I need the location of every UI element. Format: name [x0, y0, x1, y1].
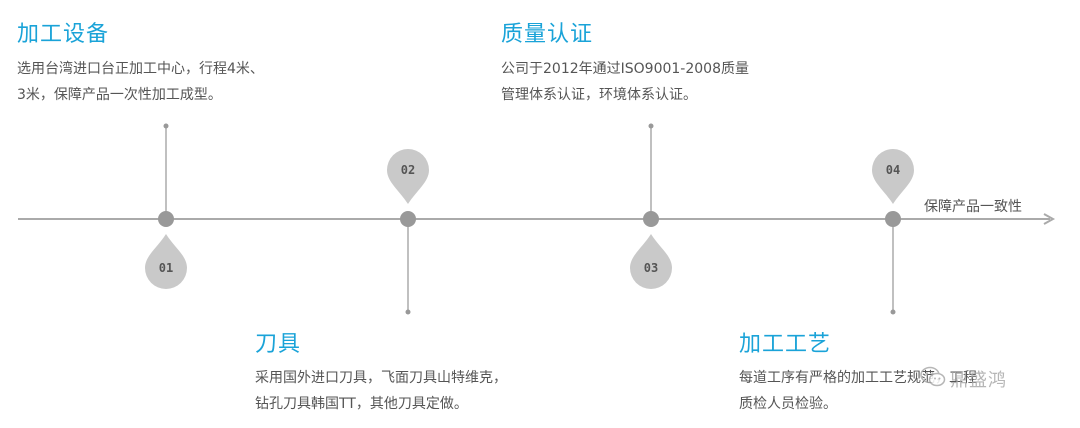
timeline-axis [18, 213, 1056, 225]
milestone-number: 03 [644, 261, 658, 275]
watermark-text: 鼎盛鸿 [950, 370, 1007, 391]
milestone-number: 02 [401, 163, 415, 177]
block-text-line: 3米，保障产品一次性加工成型。 [17, 87, 222, 103]
block-title: 刀具 [255, 332, 302, 357]
block-text-line: 采用国外进口刀具，飞面刀具山特维克， [255, 370, 507, 386]
block-title: 加工工艺 [739, 332, 832, 357]
timeline-node [158, 211, 174, 227]
milestone-drop [145, 234, 187, 289]
watermark: 鼎盛鸿 [920, 366, 1007, 392]
block-title: 加工设备 [17, 22, 110, 47]
block-text-line: 质检人员检验。 [739, 396, 837, 412]
block-text-line: 钻孔刀具韩国TT，其他刀具定做。 [255, 396, 468, 412]
milestone-01: 01 [145, 123, 187, 289]
timeline-node [885, 211, 901, 227]
milestone-03: 03 [630, 123, 672, 289]
milestone-number: 01 [159, 261, 173, 275]
milestone-drop [872, 149, 914, 204]
milestone-drop [630, 234, 672, 289]
milestone-drop [387, 149, 429, 204]
connector-dot [648, 123, 654, 129]
milestone-04: 04 [872, 149, 914, 315]
block-text-line: 每道工序有严格的加工工艺规范，工程 [739, 370, 977, 386]
block-text-line: 管理体系认证，环境体系认证。 [501, 87, 697, 103]
milestone-number: 04 [886, 163, 900, 177]
connector-dot [163, 123, 169, 129]
timeline-node [400, 211, 416, 227]
block-text-line: 选用台湾进口台正加工中心，行程4米、 [17, 61, 264, 77]
connector-dot [890, 309, 896, 315]
wechat-icon [920, 366, 946, 392]
timeline-end-label: 保障产品一致性 [924, 199, 1022, 215]
milestone-02: 02 [387, 149, 429, 315]
timeline-node [643, 211, 659, 227]
block-title: 质量认证 [501, 22, 594, 47]
block-text-line: 公司于2012年通过ISO9001-2008质量 [501, 61, 749, 77]
connector-dot [405, 309, 411, 315]
